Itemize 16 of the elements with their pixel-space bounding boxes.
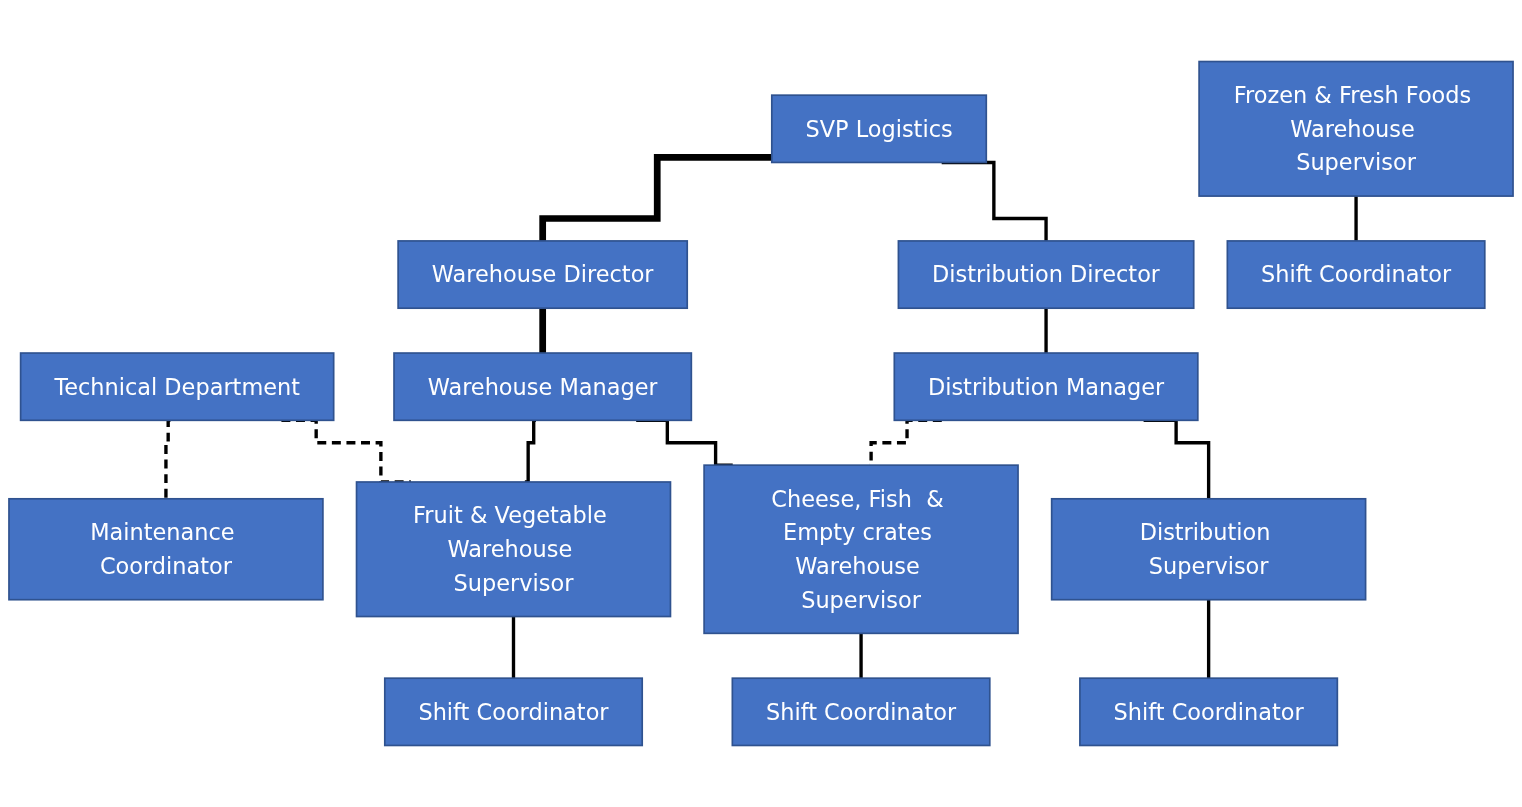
node-box: Distribution Supervisor: [1050, 497, 1367, 601]
node-box: Warehouse Director: [397, 240, 689, 310]
node-box: Distribution Director: [897, 240, 1195, 310]
node-box: Maintenance Coordinator: [8, 497, 324, 601]
node-box: SVP Logistics: [770, 94, 988, 164]
node-box: Technical Department: [19, 352, 335, 422]
node-box: Warehouse Manager: [393, 352, 693, 422]
node-box: Fruit & Vegetable Warehouse Supervisor: [355, 481, 672, 618]
node-box: Frozen & Fresh Foods Warehouse Supervisor: [1198, 60, 1514, 197]
node-box: Shift Coordinator: [1079, 677, 1339, 747]
node-box: Shift Coordinator: [731, 677, 991, 747]
node-box: Distribution Manager: [893, 352, 1199, 422]
node-box: Shift Coordinator: [383, 677, 644, 747]
node-box: Shift Coordinator: [1226, 240, 1486, 310]
node-box: Cheese, Fish & Empty crates Warehouse Supervisor: [703, 464, 1019, 635]
connector: [1206, 598, 1211, 680]
